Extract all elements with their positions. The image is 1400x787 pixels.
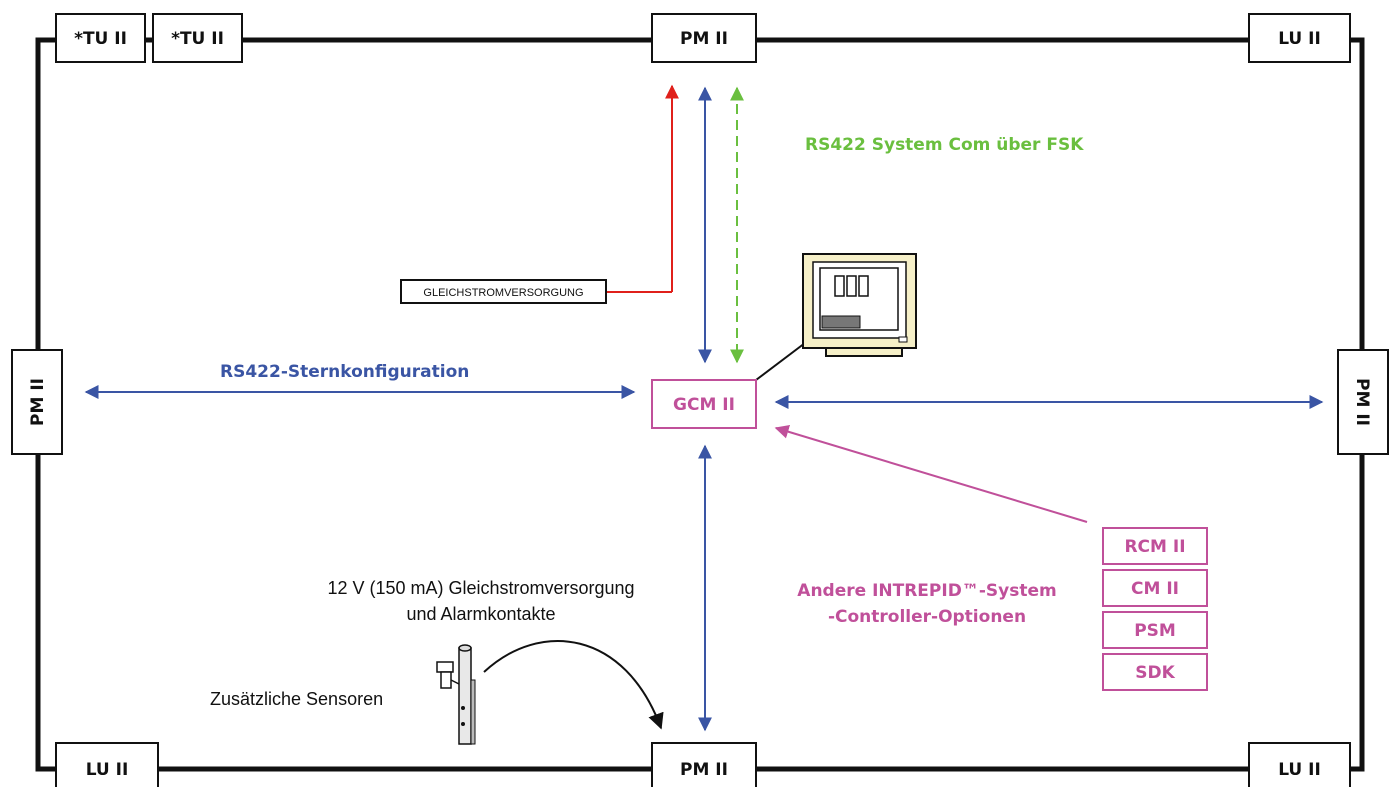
option-psm[interactable]: PSM <box>1102 611 1208 649</box>
node-pm-bottom-label: PM II <box>680 760 728 780</box>
rs422-star-label: RS422-Sternkonfiguration <box>220 362 469 382</box>
other-controllers-label-1: Andere INTREPID™-System <box>797 581 1056 601</box>
node-lu-top-right-label: LU II <box>1278 29 1321 49</box>
node-pm-right[interactable]: PM II <box>1337 349 1389 455</box>
option-sdk-label: SDK <box>1135 663 1175 683</box>
power-alarm-label-2: und Alarmkontakte <box>406 604 555 624</box>
options-arrow <box>774 424 1088 523</box>
power-supply-label: GLEICHSTROMVERSORGUNG <box>423 287 583 299</box>
node-tu-2[interactable]: *TU II <box>152 13 243 63</box>
sensor-arrow <box>483 640 664 730</box>
option-cm[interactable]: CM II <box>1102 569 1208 607</box>
node-tu-1-label: *TU II <box>74 29 127 49</box>
node-pm-left[interactable]: PM II <box>11 349 63 455</box>
rs422-fsk-label: RS422 System Com über FSK <box>805 135 1084 155</box>
node-pm-right-label: PM II <box>1352 378 1372 426</box>
option-cm-label: CM II <box>1131 579 1179 599</box>
node-lu-bottom-right-label: LU II <box>1278 760 1321 780</box>
other-controllers-label-2: -Controller-Optionen <box>828 607 1026 627</box>
gcm-label: GCM II <box>673 395 735 415</box>
power-supply-box[interactable]: GLEICHSTROMVERSORGUNG <box>400 279 607 304</box>
node-lu-bottom-left[interactable]: LU II <box>55 742 159 787</box>
node-lu-bottom-right[interactable]: LU II <box>1248 742 1351 787</box>
sensor-post-icon[interactable] <box>436 644 476 745</box>
option-sdk[interactable]: SDK <box>1102 653 1208 691</box>
power-alarm-label-1: 12 V (150 mA) Gleichstromversorgung <box>327 578 634 598</box>
node-pm-top[interactable]: PM II <box>651 13 757 63</box>
node-pm-top-label: PM II <box>680 29 728 49</box>
node-lu-top-right[interactable]: LU II <box>1248 13 1351 63</box>
node-pm-bottom[interactable]: PM II <box>651 742 757 787</box>
option-psm-label: PSM <box>1134 621 1176 641</box>
node-lu-bottom-left-label: LU II <box>86 760 129 780</box>
node-pm-left-label: PM II <box>28 378 48 426</box>
option-rcm-label: RCM II <box>1124 537 1185 557</box>
gcm-node[interactable]: GCM II <box>651 379 757 429</box>
option-rcm[interactable]: RCM II <box>1102 527 1208 565</box>
extra-sensors-label: Zusätzliche Sensoren <box>210 689 383 709</box>
node-tu-2-label: *TU II <box>171 29 224 49</box>
node-tu-1[interactable]: *TU II <box>55 13 146 63</box>
computer-monitor-icon[interactable] <box>755 253 917 381</box>
